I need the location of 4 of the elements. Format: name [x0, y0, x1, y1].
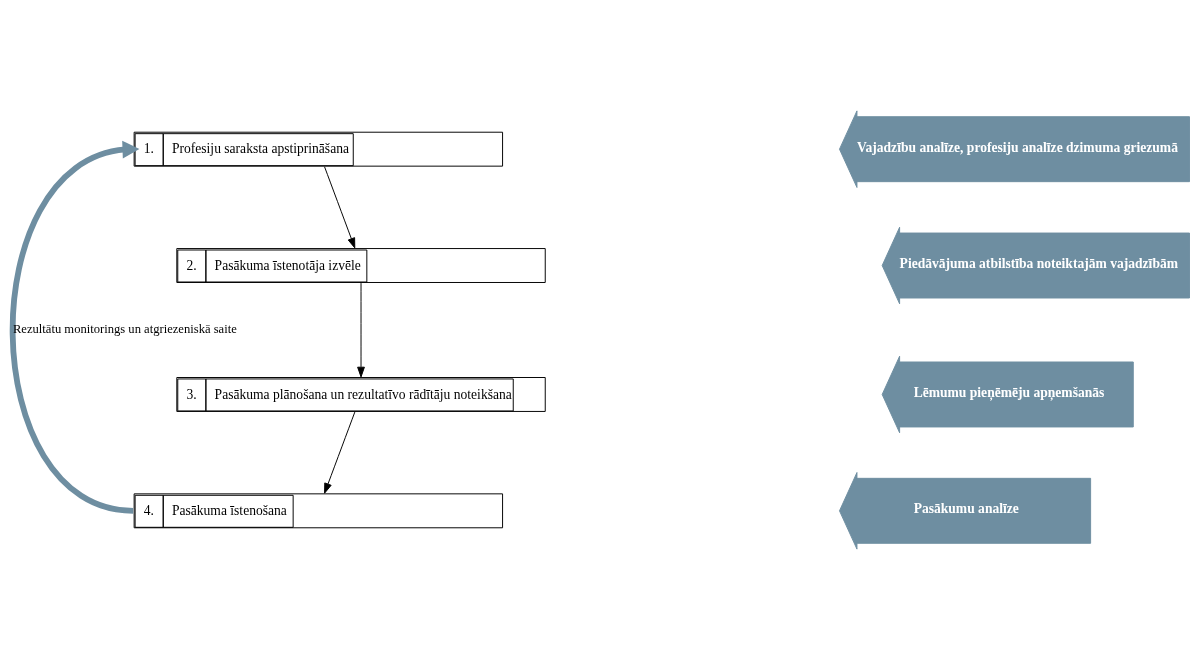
arrow — [357, 282, 365, 377]
arrow — [9, 140, 140, 514]
arrow — [324, 411, 356, 494]
arrow — [324, 165, 356, 248]
